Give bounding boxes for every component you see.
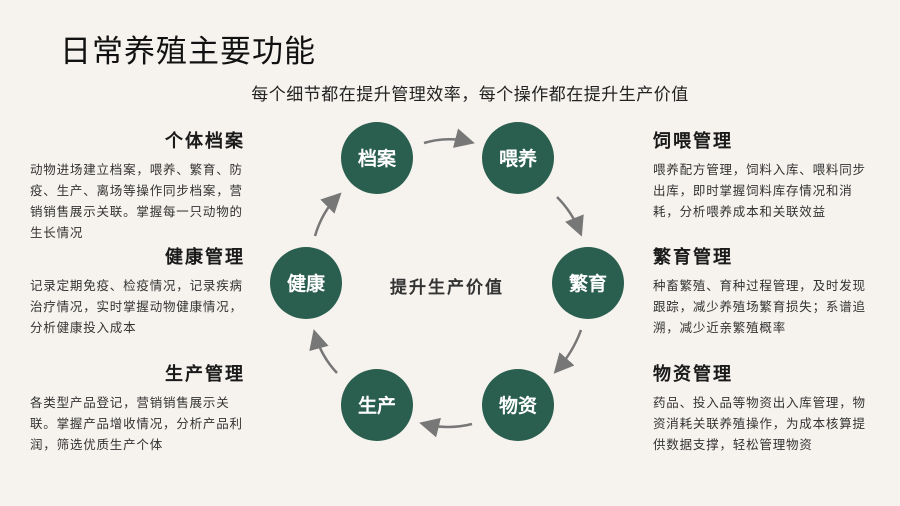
feature-description: 各类型产品登记，营销销售展示关联。掌握产品增收情况，分析产品利润，筛选优质生产个… bbox=[30, 395, 243, 452]
cycle-node-feeding: 喂养 bbox=[482, 122, 554, 194]
feature-description: 种畜繁殖、育种过程管理，及时发现跟踪，减少养殖场繁育损失；系谱追溯，减少近亲繁殖… bbox=[653, 278, 866, 335]
arrow-production-to-health bbox=[309, 329, 338, 374]
feature-block-breeding: 繁育管理 种畜繁殖、育种过程管理，及时发现跟踪，减少养殖场繁育损失；系谱追溯，减… bbox=[653, 243, 868, 338]
node-label: 喂养 bbox=[499, 147, 537, 170]
arrow-records-to-feeding bbox=[423, 128, 475, 148]
cycle-center-label: 提升生产价值 bbox=[390, 277, 504, 298]
feature-description: 喂养配方管理，饲料入库、喂料同步出库，即时掌握饲料库存情况和消耗，分析喂养成本和… bbox=[653, 162, 866, 219]
page-title: 日常养殖主要功能 bbox=[60, 34, 316, 70]
feature-description: 药品、投入品等物资出入库管理，物资消耗关联养殖操作，为成本核算提供数据支撑，轻松… bbox=[653, 395, 866, 452]
node-label: 物资 bbox=[499, 394, 537, 417]
cycle-node-records: 档案 bbox=[341, 122, 413, 194]
feature-block-health: 健康管理 记录定期免疫、检疫情况，记录疾病治疗情况，实时掌握动物健康情况，分析健… bbox=[30, 243, 245, 338]
feature-description: 记录定期免疫、检疫情况，记录疾病治疗情况，实时掌握动物健康情况，分析健康投入成本 bbox=[30, 278, 243, 335]
feature-block-materials: 物资管理 药品、投入品等物资出入库管理，物资消耗关联养殖操作，为成本核算提供数据… bbox=[653, 360, 868, 455]
node-label: 档案 bbox=[358, 147, 397, 170]
feature-title: 生产管理 bbox=[165, 364, 245, 385]
feature-title: 物资管理 bbox=[653, 364, 733, 385]
feature-title: 繁育管理 bbox=[653, 247, 733, 268]
cycle-node-breeding: 繁育 bbox=[552, 247, 624, 319]
cycle-node-production: 生产 bbox=[341, 369, 413, 441]
arrow-health-to-records bbox=[313, 192, 342, 237]
arrow-materials-to-production bbox=[419, 417, 473, 438]
feature-block-production: 生产管理 各类型产品登记，营销销售展示关联。掌握产品增收情况，分析产品利润，筛选… bbox=[30, 360, 245, 455]
feature-description: 动物进场建立档案，喂养、繁育、防疫、生产、离场等操作同步档案，营销销售展示关联。… bbox=[30, 162, 243, 240]
feature-block-feeding: 饲喂管理 喂养配方管理，饲料入库、喂料同步出库，即时掌握饲料库存情况和消耗，分析… bbox=[653, 127, 868, 222]
feature-title: 饲喂管理 bbox=[653, 131, 733, 152]
node-label: 健康 bbox=[287, 272, 326, 295]
feature-block-individual-records: 个体档案 动物进场建立档案，喂养、繁育、防疫、生产、离场等操作同步档案，营销销售… bbox=[30, 127, 245, 243]
node-label: 繁育 bbox=[569, 272, 607, 295]
feature-title: 个体档案 bbox=[165, 131, 245, 152]
page-subtitle: 每个细节都在提升管理效率，每个操作都在提升生产价值 bbox=[251, 85, 689, 105]
node-label: 生产 bbox=[358, 394, 396, 417]
arrow-breeding-to-materials bbox=[553, 329, 583, 374]
feature-title: 健康管理 bbox=[165, 247, 245, 268]
cycle-node-materials: 物资 bbox=[482, 369, 554, 441]
cycle-node-health: 健康 bbox=[270, 247, 342, 319]
arrow-feeding-to-breeding bbox=[556, 196, 584, 237]
